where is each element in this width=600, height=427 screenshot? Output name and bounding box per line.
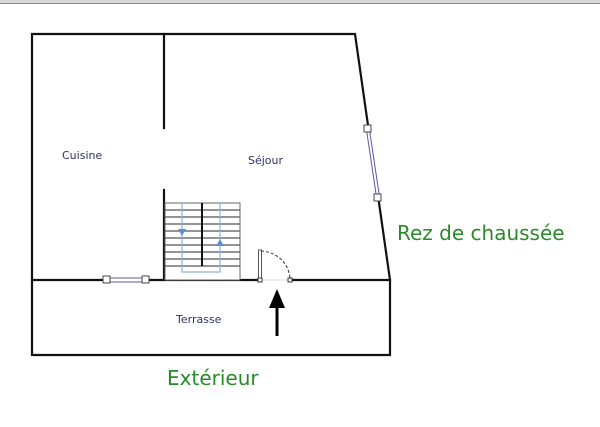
window-right xyxy=(363,124,382,202)
top-border xyxy=(0,0,600,4)
window-terrace xyxy=(102,275,150,284)
room-label-cuisine: Cuisine xyxy=(62,149,103,162)
stairs xyxy=(164,202,241,281)
stair-up-arrow-icon xyxy=(216,239,224,246)
room-label-sejour: Séjour xyxy=(248,154,284,167)
walls xyxy=(30,32,392,357)
stair-down-arrow-icon xyxy=(178,229,186,236)
entrance-arrow-icon xyxy=(269,289,285,336)
floor-label: Rez de chaussée xyxy=(397,221,565,245)
entrance-door[interactable] xyxy=(257,249,293,283)
outer-wall xyxy=(30,32,392,357)
outside-label: Extérieur xyxy=(167,366,259,390)
room-label-terrasse: Terrasse xyxy=(176,313,222,326)
